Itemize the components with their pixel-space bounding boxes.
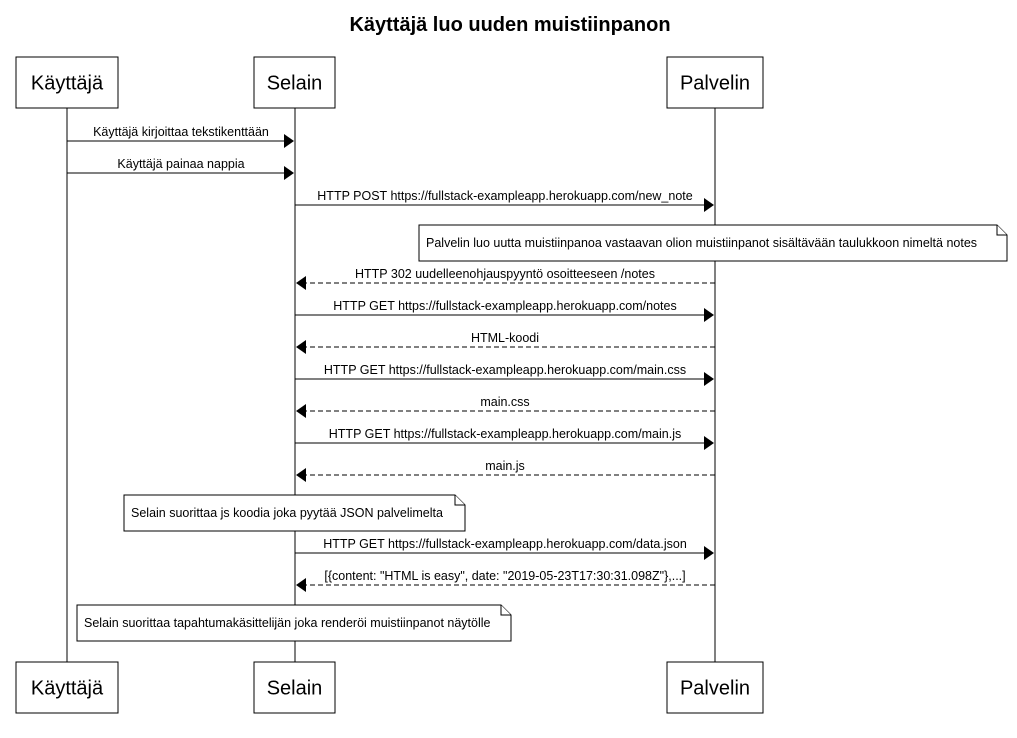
- message-arrowhead: [284, 166, 294, 180]
- message-arrowhead: [704, 436, 714, 450]
- message-5: HTTP GET https://fullstack-exampleapp.he…: [295, 299, 714, 322]
- participant-box: [666, 661, 764, 714]
- message-12: HTTP GET https://fullstack-exampleapp.he…: [295, 537, 714, 560]
- message-6: HTML-koodi: [296, 331, 715, 354]
- message-arrowhead: [284, 134, 294, 148]
- participant-label: Palvelin: [680, 73, 750, 95]
- note-fold-corner: [996, 225, 1007, 236]
- participant-box: [666, 56, 764, 109]
- participant-label: Käyttäjä: [31, 678, 104, 700]
- participant-box: [15, 56, 119, 109]
- participant-label: Käyttäjä: [31, 73, 104, 95]
- message-8: main.css: [296, 395, 715, 418]
- participant-box: [253, 661, 336, 714]
- message-9: HTTP GET https://fullstack-exampleapp.he…: [295, 427, 714, 450]
- message-arrowhead: [704, 198, 714, 212]
- note-fold-corner: [500, 605, 511, 616]
- message-10: main.js: [296, 459, 715, 482]
- message-0: Käyttäjä kirjoittaa tekstikenttään: [67, 125, 294, 148]
- note-text: Palvelin luo uutta muistiinpanoa vastaav…: [426, 236, 977, 250]
- message-label: [{content: "HTML is easy", date: "2019-0…: [324, 569, 685, 583]
- participant-label: Palvelin: [680, 678, 750, 700]
- participant-box: [15, 661, 119, 714]
- participant-selain-foot: Selain: [253, 661, 336, 714]
- note-text: Selain suorittaa tapahtumakäsittelijän j…: [84, 616, 491, 630]
- note-box: [76, 604, 512, 642]
- message-label: HTTP 302 uudelleenohjauspyyntö osoittees…: [355, 267, 655, 281]
- message-label: HTTP GET https://fullstack-exampleapp.he…: [329, 427, 681, 441]
- message-13: [{content: "HTML is easy", date: "2019-0…: [296, 569, 715, 592]
- message-arrowhead: [704, 546, 714, 560]
- note-fold-corner: [454, 495, 465, 506]
- participant-kayttaja-head: Käyttäjä: [15, 56, 119, 109]
- participants: KäyttäjäKäyttäjäSelainSelainPalvelinPalv…: [15, 56, 764, 714]
- message-label: Käyttäjä painaa nappia: [117, 157, 244, 171]
- note-box: [123, 494, 466, 532]
- note-11: Selain suorittaa js koodia joka pyytää J…: [123, 494, 466, 532]
- events: Käyttäjä kirjoittaa tekstikenttäänKäyttä…: [67, 125, 1008, 642]
- message-2: HTTP POST https://fullstack-exampleapp.h…: [295, 189, 714, 212]
- lifelines: [66, 108, 716, 662]
- message-arrowhead: [296, 468, 306, 482]
- message-label: HTML-koodi: [471, 331, 539, 345]
- message-label: HTTP GET https://fullstack-exampleapp.he…: [324, 363, 686, 377]
- message-arrowhead: [296, 276, 306, 290]
- message-arrowhead: [296, 404, 306, 418]
- message-1: Käyttäjä painaa nappia: [67, 157, 294, 180]
- participant-palvelin-foot: Palvelin: [666, 661, 764, 714]
- message-label: HTTP POST https://fullstack-exampleapp.h…: [317, 189, 692, 203]
- message-label: HTTP GET https://fullstack-exampleapp.he…: [333, 299, 676, 313]
- message-arrowhead: [296, 578, 306, 592]
- message-4: HTTP 302 uudelleenohjauspyyntö osoittees…: [296, 267, 715, 290]
- message-arrowhead: [296, 340, 306, 354]
- diagram-title: Käyttäjä luo uuden muistiinpanon: [349, 14, 670, 36]
- message-label: main.js: [485, 459, 525, 473]
- message-label: HTTP GET https://fullstack-exampleapp.he…: [323, 537, 687, 551]
- note-14: Selain suorittaa tapahtumakäsittelijän j…: [76, 604, 512, 642]
- message-label: main.css: [480, 395, 529, 409]
- note-text: Selain suorittaa js koodia joka pyytää J…: [131, 506, 443, 520]
- participant-kayttaja-foot: Käyttäjä: [15, 661, 119, 714]
- message-arrowhead: [704, 308, 714, 322]
- message-7: HTTP GET https://fullstack-exampleapp.he…: [295, 363, 714, 386]
- participant-label: Selain: [267, 678, 323, 700]
- message-arrowhead: [704, 372, 714, 386]
- participant-label: Selain: [267, 73, 323, 95]
- participant-palvelin-head: Palvelin: [666, 56, 764, 109]
- participant-box: [253, 56, 336, 109]
- message-label: Käyttäjä kirjoittaa tekstikenttään: [93, 125, 269, 139]
- participant-selain-head: Selain: [253, 56, 336, 109]
- note-3: Palvelin luo uutta muistiinpanoa vastaav…: [418, 224, 1008, 262]
- note-box: [418, 224, 1008, 262]
